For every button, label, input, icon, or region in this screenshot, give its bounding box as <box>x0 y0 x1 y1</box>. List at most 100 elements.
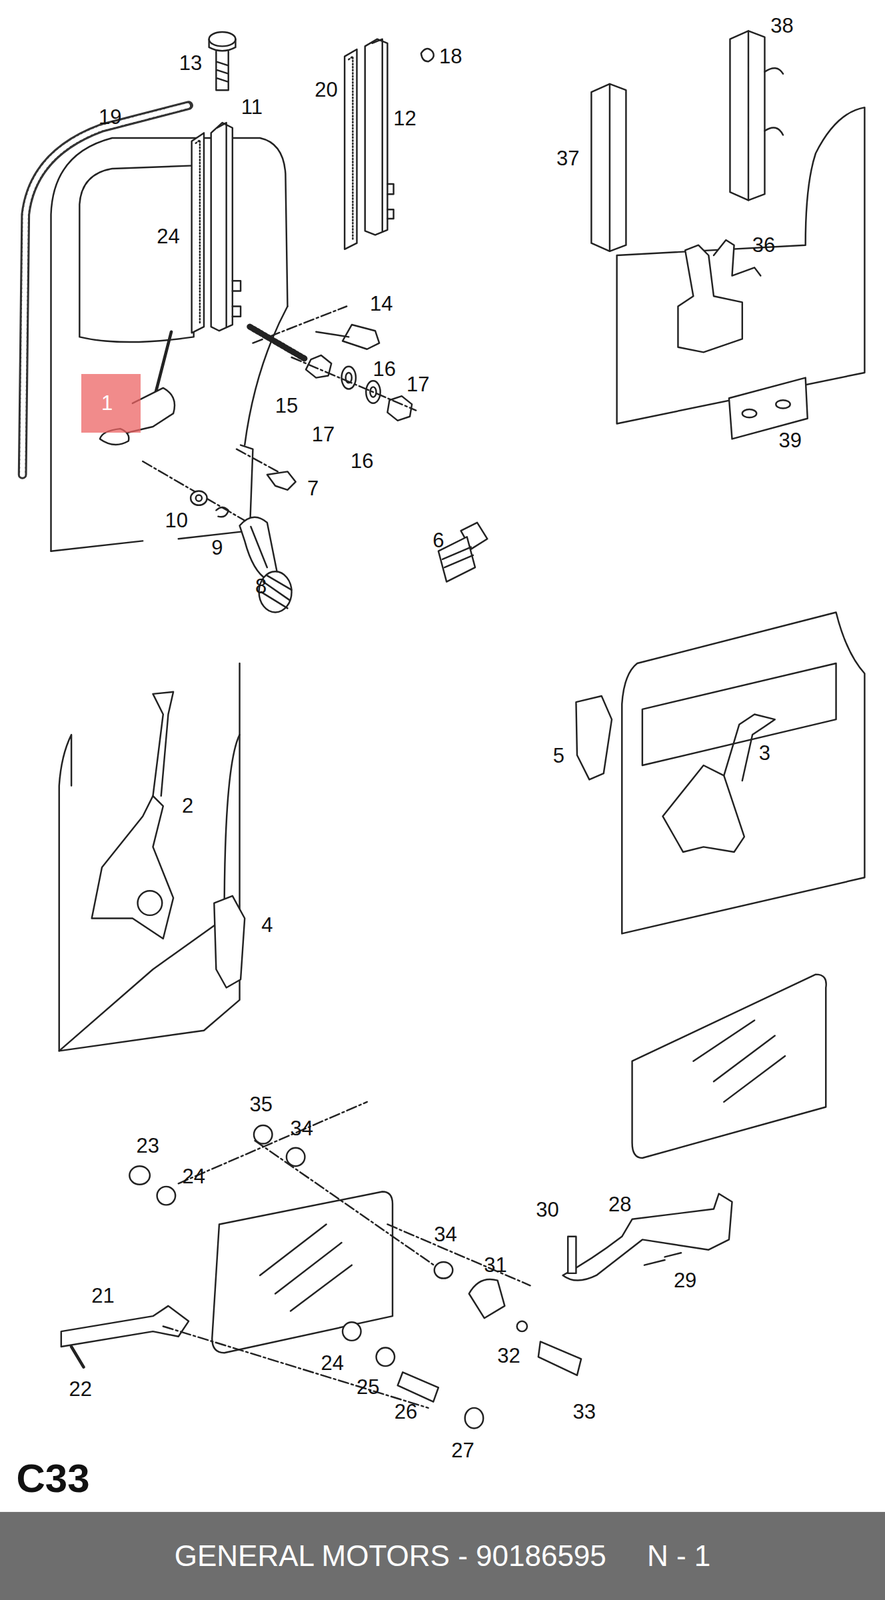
drawing-stroke <box>59 663 240 1051</box>
drawing-stroke <box>195 139 200 325</box>
drawing-stroke <box>397 1371 439 1401</box>
drawing-stroke <box>211 122 233 331</box>
drawing-stroke <box>129 1165 150 1185</box>
callout-number: 2 <box>180 794 195 817</box>
drawing-stroke <box>567 1236 576 1273</box>
drawing-stroke <box>387 395 412 421</box>
drawing-stroke <box>254 1140 449 1275</box>
drawing-stroke <box>365 39 388 236</box>
drawing-stroke <box>215 507 228 517</box>
drawing-stroke <box>434 1261 454 1278</box>
figure-code: C33 <box>15 1457 92 1499</box>
drawing-stroke <box>79 165 194 342</box>
callout-number: 16 <box>371 357 398 380</box>
drawing-stroke <box>191 132 204 333</box>
drawing-stroke <box>215 51 228 90</box>
callout-number: 30 <box>534 1198 560 1221</box>
callout-number: 5 <box>551 744 566 767</box>
side-window-glass <box>61 974 827 1429</box>
drawing-stroke <box>538 1340 582 1375</box>
drawing-stroke <box>195 495 202 502</box>
window-crank <box>142 461 292 612</box>
drawing-stroke <box>465 1407 484 1429</box>
bolt-assembly <box>236 306 416 490</box>
drawing-stroke <box>421 48 434 62</box>
drawing-stroke <box>213 895 245 988</box>
drawing-stroke <box>217 122 227 327</box>
drawing-stroke <box>211 1191 393 1353</box>
drawing-stroke <box>178 1101 368 1183</box>
drawing-stroke <box>621 611 865 933</box>
middle-right-door <box>575 611 865 933</box>
drawing-stroke <box>267 471 296 490</box>
callout-number: 11 <box>239 95 264 118</box>
highlight-box: 1 <box>81 373 141 433</box>
drawing-stroke <box>305 355 332 378</box>
door-frame <box>50 137 288 552</box>
drawing-stroke <box>71 1346 84 1367</box>
callout-number: 10 <box>163 509 189 532</box>
drawing-stroke <box>376 1347 396 1367</box>
drawing-stroke <box>644 1252 682 1265</box>
callout-number: 17 <box>405 373 431 396</box>
callout-number: 31 <box>482 1253 508 1276</box>
callout-number: 23 <box>135 1134 161 1157</box>
drawing-stroke <box>61 1305 189 1347</box>
callout-number: 24 <box>180 1164 206 1187</box>
drawing-stroke <box>729 30 765 200</box>
callout-number: 12 <box>391 107 418 130</box>
lock-cylinder <box>438 522 488 582</box>
callout-number: 6 <box>431 529 446 552</box>
drawing-stroke <box>157 1186 176 1205</box>
drawing-stroke <box>517 1320 528 1331</box>
callout-number: 33 <box>571 1400 597 1423</box>
drawing-stroke <box>22 105 189 475</box>
drawing-stroke <box>50 445 253 552</box>
drawing-stroke <box>315 331 349 338</box>
callout-number: 22 <box>67 1377 94 1400</box>
drawing-stroke <box>91 795 174 939</box>
callout-number: 15 <box>273 394 300 417</box>
callout-number: 16 <box>349 449 375 472</box>
drawing-stroke <box>693 1019 786 1101</box>
drawing-stroke <box>742 409 757 418</box>
callout-number: 9 <box>209 536 224 559</box>
drawing-stroke <box>286 1147 306 1167</box>
callout-number: 24 <box>319 1351 346 1374</box>
drawing-stroke <box>249 326 306 360</box>
callout-number: 27 <box>449 1438 476 1461</box>
callout-number: 8 <box>253 575 268 598</box>
drawing-stroke <box>142 461 245 521</box>
drawing-stroke <box>662 765 744 852</box>
rear-door-panel <box>591 30 865 439</box>
drawing-stroke <box>22 105 189 475</box>
drawing-stroke <box>563 1193 733 1281</box>
callout-number: 4 <box>259 913 274 936</box>
callout-number: 25 <box>355 1375 381 1398</box>
drawing-stroke <box>232 280 241 317</box>
drawing-stroke <box>259 1223 352 1311</box>
callout-number: 3 <box>757 741 772 764</box>
drawing-stroke <box>253 1124 273 1144</box>
drawing-stroke <box>775 399 790 408</box>
drawing-stroke <box>152 691 174 796</box>
callout-number: 38 <box>769 14 795 37</box>
drawing-stroke <box>723 713 775 780</box>
callout-number: 36 <box>751 233 777 256</box>
callout-number: 37 <box>555 147 581 170</box>
middle-left-door <box>59 663 245 1051</box>
drawing-stroke <box>642 663 837 766</box>
drawing-stroke <box>239 517 278 580</box>
drawing-stroke <box>250 526 267 568</box>
footer-bar <box>0 1511 885 1600</box>
callout-number: 17 <box>310 423 336 446</box>
node-text: GENERAL MOTORS - 90186595 N - 1 <box>174 1538 712 1573</box>
drawing-stroke <box>209 31 236 46</box>
drawing-stroke <box>137 890 163 915</box>
drawing-stroke <box>442 547 474 568</box>
drawing-stroke <box>291 357 417 411</box>
drawing-stroke <box>50 137 288 552</box>
drawing-stroke <box>609 83 611 252</box>
callout-number: 29 <box>672 1268 698 1291</box>
drawing-stroke <box>371 39 394 232</box>
